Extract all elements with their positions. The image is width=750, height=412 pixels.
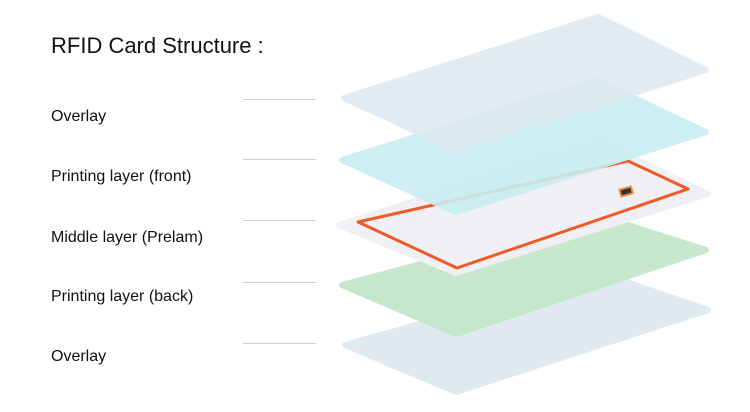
chip-icon	[618, 185, 634, 198]
leader-line	[243, 282, 316, 283]
leader-line	[243, 220, 316, 221]
layer-label-middle: Middle layer (Prelam)	[51, 229, 204, 246]
leader-line	[243, 99, 316, 100]
layer-label-overlay-top: Overlay	[51, 108, 107, 125]
leader-line	[243, 343, 316, 344]
layer-label-printing-front: Printing layer (front)	[51, 168, 192, 185]
leader-line	[243, 159, 316, 160]
layer-label-printing-back: Printing layer (back)	[51, 288, 194, 305]
layer-label-overlay-bottom: Overlay	[51, 348, 107, 365]
card-overlay-top	[341, 14, 709, 153]
diagram-title: RFID Card Structure :	[51, 33, 264, 58]
